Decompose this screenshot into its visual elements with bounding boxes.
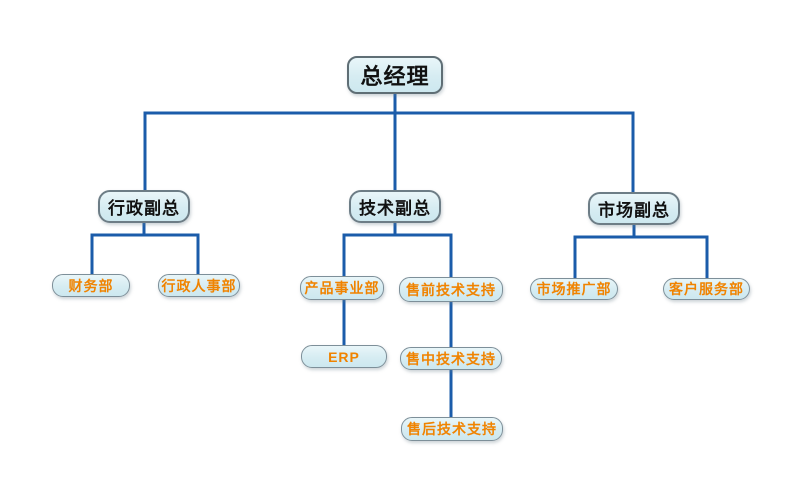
node-product-division: 产品事业部 [300, 276, 384, 300]
node-customer-service-dept: 客户服务部 [663, 278, 750, 300]
node-aftersales-support: 售后技术支持 [401, 417, 503, 441]
edge-tech-vp-children [342, 221, 453, 279]
node-label: 行政人事部 [161, 277, 237, 294]
node-label: 售后技术支持 [407, 421, 497, 437]
node-label: ERP [328, 348, 360, 365]
node-admin-hr-dept: 行政人事部 [158, 274, 240, 297]
node-label: 售前技术支持 [406, 281, 496, 298]
node-finance-dept: 财务部 [52, 274, 130, 297]
node-label: 市场推广部 [536, 281, 612, 297]
node-erp: ERP [301, 345, 387, 368]
node-market-vp: 市场副总 [588, 192, 680, 225]
node-label: 售中技术支持 [406, 350, 496, 367]
node-label: 行政副总 [108, 199, 180, 218]
node-label: 财务部 [68, 277, 114, 294]
node-label: 客户服务部 [669, 281, 744, 297]
node-label: 市场副总 [598, 201, 670, 220]
node-general-manager: 总经理 [347, 56, 443, 94]
node-marketing-promotion-dept: 市场推广部 [530, 278, 618, 300]
node-label: 总经理 [360, 64, 430, 89]
edge-market-vp-children [573, 223, 709, 280]
node-midsales-support: 售中技术支持 [400, 347, 502, 370]
node-label: 技术副总 [359, 199, 431, 218]
node-presales-support: 售前技术支持 [399, 277, 503, 302]
node-admin-vp: 行政副总 [98, 190, 190, 223]
node-label: 产品事业部 [304, 280, 380, 296]
edge-admin-vp-children [90, 221, 200, 276]
node-tech-vp: 技术副总 [349, 190, 441, 223]
